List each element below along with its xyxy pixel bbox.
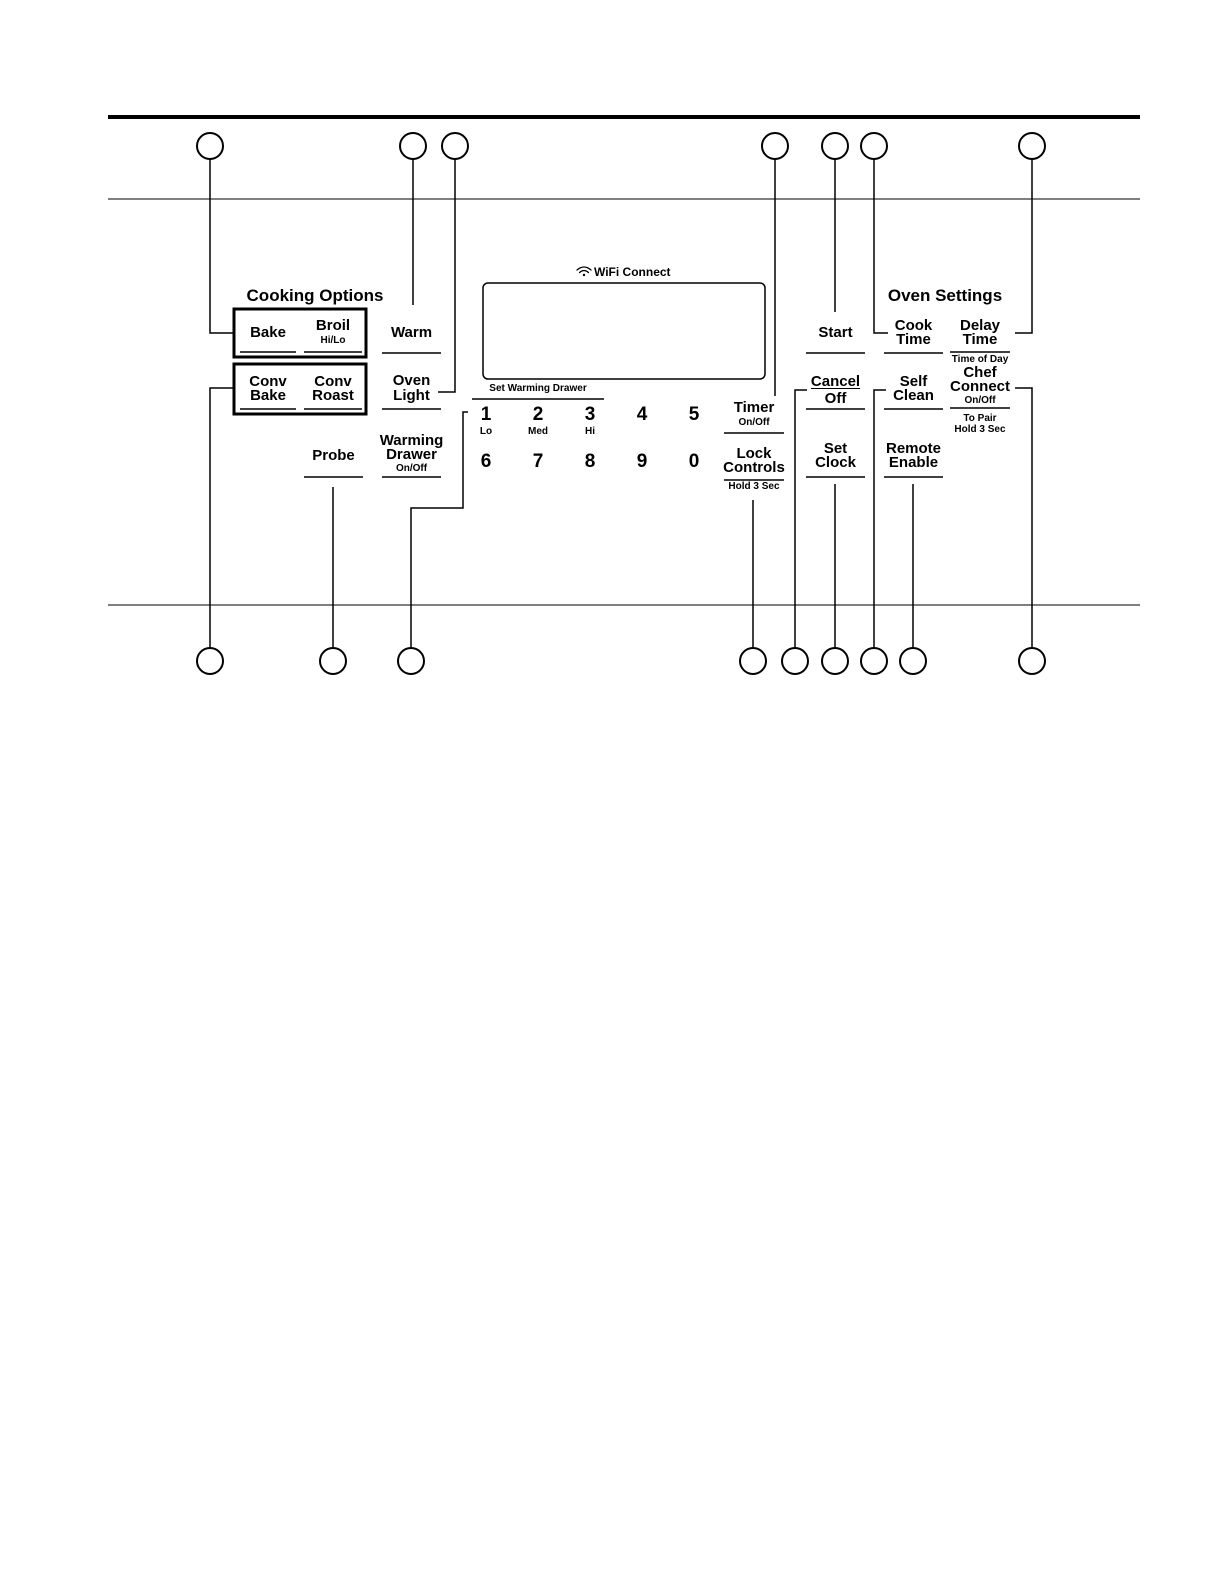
- number-key-7[interactable]: 7: [518, 452, 558, 471]
- callout-circle: [761, 132, 789, 160]
- callout-circle: [196, 647, 224, 675]
- bake-button[interactable]: Bake: [250, 324, 286, 341]
- number-key-4[interactable]: 4: [622, 405, 662, 424]
- callout-circle: [860, 132, 888, 160]
- warm-button[interactable]: Warm: [390, 324, 433, 341]
- broil-button[interactable]: Broil Hi/Lo: [315, 317, 351, 346]
- control-panel-diagram: Cooking Options Oven Settings WiFi Conne…: [0, 0, 1225, 720]
- leader-line: [794, 389, 807, 648]
- number-key-0[interactable]: 0: [674, 452, 714, 471]
- cooking-options-title: Cooking Options: [246, 286, 384, 305]
- number-key-5[interactable]: 5: [674, 405, 714, 424]
- chef-connect-button[interactable]: Chef Connect On/Off: [950, 364, 1010, 406]
- callout-circle: [899, 647, 927, 675]
- leader-line: [873, 389, 886, 648]
- callout-circle: [1018, 647, 1046, 675]
- panel-lines: [108, 115, 1140, 675]
- number-key-digit: 0: [688, 451, 700, 472]
- number-key-sublabel: Lo: [479, 426, 493, 437]
- callout-circle: [319, 647, 347, 675]
- number-key-digit: 1: [480, 404, 492, 425]
- time-of-day-label: Time of Day: [951, 354, 1009, 365]
- callout-circle: [821, 132, 849, 160]
- callout-circle: [821, 647, 849, 675]
- callout-circle: [739, 647, 767, 675]
- callout-circle: [441, 132, 469, 160]
- callout-circle: [860, 647, 888, 675]
- number-key-digit: 5: [688, 404, 700, 425]
- leader-line: [873, 159, 888, 334]
- callout-circle: [781, 647, 809, 675]
- number-key-9[interactable]: 9: [622, 452, 662, 471]
- callout-circle: [196, 132, 224, 160]
- number-key-digit: 7: [532, 451, 544, 472]
- cooking-options-box-bottom: [232, 362, 368, 416]
- leader-line: [1015, 387, 1033, 648]
- number-key-digit: 8: [584, 451, 596, 472]
- number-key-8[interactable]: 8: [570, 452, 610, 471]
- number-key-sublabel: Med: [528, 426, 548, 437]
- leader-line: [1015, 159, 1033, 334]
- callout-circle: [399, 132, 427, 160]
- number-key-sublabel: Hi: [585, 426, 595, 437]
- timer-button[interactable]: Timer On/Off: [733, 399, 775, 428]
- leader-line: [209, 387, 234, 648]
- start-button[interactable]: Start: [818, 324, 853, 341]
- display-window: [482, 282, 766, 380]
- number-key-digit: 3: [584, 404, 596, 425]
- cooking-options-box-top: [232, 307, 368, 359]
- number-key-digit: 6: [480, 451, 492, 472]
- number-key-digit: 9: [636, 451, 648, 472]
- callout-circle: [1018, 132, 1046, 160]
- number-key-digit: 2: [532, 404, 544, 425]
- wifi-icon: [576, 266, 592, 277]
- wifi-connect-label: WiFi Connect: [594, 265, 671, 279]
- leader-line: [410, 411, 468, 648]
- leader-line: [209, 159, 234, 334]
- lock-controls-button[interactable]: Lock Controls Hold 3 Sec: [723, 445, 785, 492]
- number-key-6[interactable]: 6: [466, 452, 506, 471]
- probe-button[interactable]: Probe: [312, 447, 355, 464]
- set-warming-drawer-label: Set Warming Drawer: [489, 383, 587, 394]
- callout-circle: [397, 647, 425, 675]
- warming-drawer-button[interactable]: Warming Drawer On/Off: [379, 432, 444, 474]
- number-key-digit: 4: [636, 404, 648, 425]
- oven-settings-title: Oven Settings: [887, 286, 1003, 305]
- leader-line: [438, 159, 456, 393]
